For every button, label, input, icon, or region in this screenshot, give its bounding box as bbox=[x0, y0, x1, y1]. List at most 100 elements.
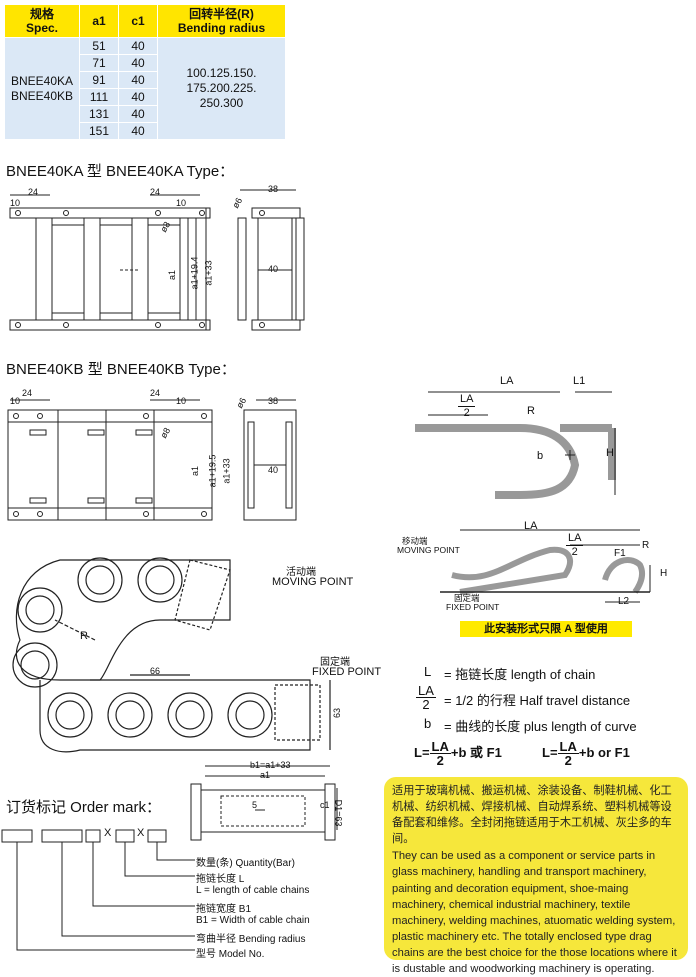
c1-cell: 40 bbox=[118, 54, 158, 72]
legend-b-text: = 曲线的长度 plus length of curve bbox=[444, 719, 637, 734]
order-width-en: B1 = Width of cable chain bbox=[196, 915, 310, 926]
kb-side bbox=[243, 409, 297, 521]
fixed-point-en: FIXED POINT bbox=[446, 602, 500, 612]
dim-r: R bbox=[80, 630, 88, 642]
dim-b1: b1=a1+33 bbox=[250, 760, 291, 770]
order-mark-diagram bbox=[1, 829, 195, 951]
dim-a1-33: a1+33 bbox=[221, 458, 232, 484]
moving-point-cn: 移动端 bbox=[402, 536, 428, 546]
ka-bottom-plate bbox=[9, 319, 211, 331]
radius-cell: 100.125.150.175.200.225.250.300 bbox=[157, 37, 286, 140]
dim-a1: a1 bbox=[167, 269, 178, 281]
label-r: R bbox=[642, 540, 650, 551]
chain-outer bbox=[15, 559, 231, 681]
dim-24: 24 bbox=[150, 187, 161, 197]
label-f1: F1 bbox=[614, 548, 626, 559]
label-h: H bbox=[660, 568, 668, 579]
order-width-cn: 拖链宽度 B1 bbox=[196, 904, 252, 915]
chain-rollers bbox=[12, 557, 273, 738]
legend-b-sym: b bbox=[424, 716, 432, 731]
b1-drawing bbox=[190, 765, 338, 841]
dim-c1: c1 bbox=[320, 800, 330, 810]
dim-a1-194: a1+19.4 bbox=[189, 256, 200, 290]
moving-point-cn: 活动端 bbox=[286, 567, 316, 578]
ka-bar bbox=[83, 217, 101, 321]
dim-40: 40 bbox=[268, 465, 279, 475]
label-la: LA bbox=[500, 375, 514, 387]
dim-10: 10 bbox=[10, 396, 21, 406]
fixed-point-en: FIXED POINT bbox=[312, 666, 382, 678]
label-l2: L2 bbox=[618, 596, 630, 607]
ka-side-left bbox=[237, 217, 247, 321]
label-b: b bbox=[537, 450, 544, 462]
a1-cell: 71 bbox=[79, 54, 119, 72]
type-ka-title: BNEE40KA 型 BNEE40KA Type： bbox=[6, 163, 235, 180]
fixed-point-cn: 固定端 bbox=[320, 657, 350, 668]
description-cn: 适用于玻璃机械、搬运机械、涂装设备、制鞋机械、化工机械、纺织机械、焊接机械、自动… bbox=[392, 785, 672, 846]
dim-10: 10 bbox=[176, 198, 187, 208]
dim-a1-195: a1+19.5 bbox=[207, 454, 218, 488]
ka-top-plate bbox=[9, 207, 211, 219]
c1-cell: 40 bbox=[118, 105, 158, 123]
order-radius: 弯曲半径 Bending radius bbox=[196, 934, 306, 945]
dim-10: 10 bbox=[176, 396, 187, 406]
ka-bar bbox=[131, 217, 149, 321]
header-c1: c1 bbox=[118, 4, 158, 38]
a-type-only-banner: 此安装形式只限 A 型使用 bbox=[460, 621, 632, 637]
description-box: 适用于玻璃机械、搬运机械、涂装设备、制鞋机械、化工机械、纺织机械、焊接机械、自动… bbox=[384, 777, 688, 975]
moving-point-en: MOVING POINT bbox=[272, 576, 354, 588]
c1-cell: 40 bbox=[118, 88, 158, 106]
dim-66: 66 bbox=[150, 666, 161, 676]
legend-la-text: = 1/2 的行程 Half travel distance bbox=[444, 693, 631, 708]
dim-38: 38 bbox=[268, 184, 279, 194]
dim-40: 40 bbox=[268, 264, 279, 274]
dim-10: 10 bbox=[10, 198, 21, 208]
c1-cell: 40 bbox=[118, 71, 158, 89]
a1-cell: 151 bbox=[79, 122, 119, 140]
dim-24: 24 bbox=[22, 388, 33, 398]
fixed-point-cn: 固定端 bbox=[454, 593, 480, 603]
dim-5: 5 bbox=[252, 800, 258, 810]
description-en: They can be used as a component or servi… bbox=[392, 850, 677, 976]
ka-drawing bbox=[9, 189, 305, 331]
moving-point-en: MOVING POINT bbox=[397, 545, 460, 555]
kb-outline bbox=[7, 409, 213, 521]
travel-diagrams bbox=[415, 391, 651, 603]
legend-l-text: = 拖链长度 length of chain bbox=[444, 667, 596, 682]
dim-24: 24 bbox=[28, 187, 39, 197]
order-x: X bbox=[104, 827, 112, 839]
type-kb-title: BNEE40KB 型 BNEE40KB Type： bbox=[6, 361, 236, 378]
label-l1: L1 bbox=[573, 375, 586, 387]
ka-side-right bbox=[295, 217, 305, 321]
ka-bar bbox=[35, 217, 53, 321]
label-la: LA bbox=[524, 520, 538, 532]
dim-a1: a1 bbox=[260, 770, 271, 780]
c1-cell: 40 bbox=[118, 37, 158, 55]
order-x: X bbox=[137, 827, 145, 839]
dim-63: 63 bbox=[332, 707, 343, 719]
label-r: R bbox=[527, 405, 535, 417]
order-model: 型号 Model No. bbox=[196, 949, 265, 960]
header-a1: a1 bbox=[79, 4, 119, 38]
order-mark-title: 订货标记 Order mark： bbox=[6, 799, 162, 816]
order-quantity: 数量(条) Quantity(Bar) bbox=[196, 858, 295, 869]
dim-d1: D1=63 bbox=[333, 799, 344, 827]
legend-l-sym: L bbox=[424, 664, 432, 679]
dim-a1: a1 bbox=[190, 465, 201, 477]
a1-cell: 91 bbox=[79, 71, 119, 89]
label-h: H bbox=[606, 447, 614, 459]
order-length-cn: 拖链长度 L bbox=[196, 874, 245, 885]
a1-cell: 131 bbox=[79, 105, 119, 123]
a1-cell: 51 bbox=[79, 37, 119, 55]
c1-cell: 40 bbox=[118, 122, 158, 140]
dim-24: 24 bbox=[150, 388, 161, 398]
kb-drawing bbox=[7, 399, 297, 521]
